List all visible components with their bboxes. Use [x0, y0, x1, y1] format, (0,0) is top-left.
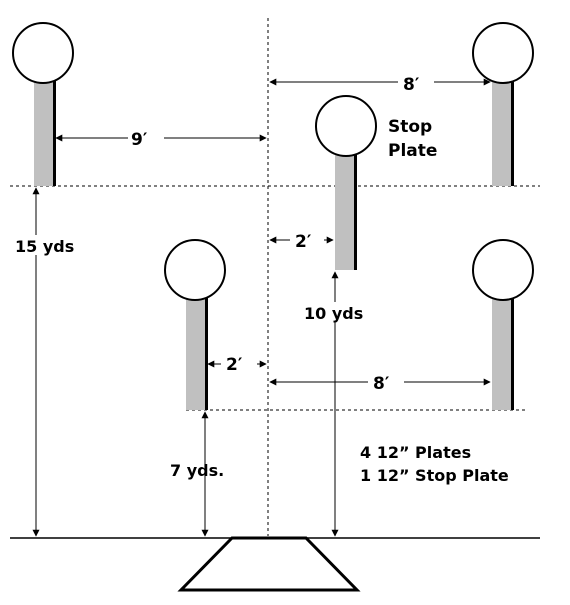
plate-far-left [12, 22, 74, 186]
plate-near-right [472, 239, 534, 410]
label-8ft-top: 8′ [403, 75, 420, 95]
note-plates: 4 12” Plates [360, 443, 471, 462]
label-stop-plate-1: Stop [388, 117, 432, 137]
shooting-box [177, 536, 361, 592]
label-15yds: 15 yds [15, 237, 74, 256]
plate-far-right [472, 22, 534, 186]
label-stop-plate-2: Plate [388, 141, 437, 161]
stop-plate [315, 95, 377, 270]
label-10yds: 10 yds [304, 304, 363, 323]
label-9ft: 9′ [131, 130, 148, 150]
label-8ft-near: 8′ [373, 374, 390, 394]
label-7yds: 7 yds. [170, 461, 224, 480]
plate-near-left [164, 239, 226, 410]
label-2ft-near: 2′ [226, 355, 243, 375]
label-2ft-stop: 2′ [295, 232, 312, 252]
note-stop-plate: 1 12” Stop Plate [360, 466, 509, 485]
